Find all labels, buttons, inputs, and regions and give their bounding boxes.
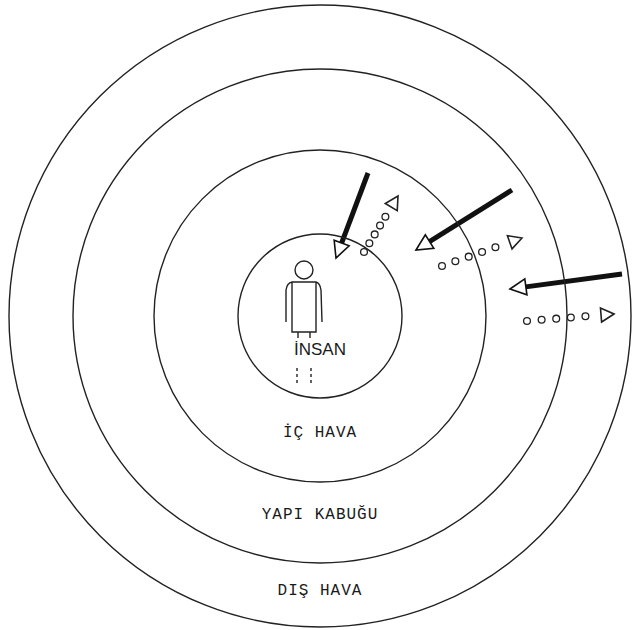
- wave-dot: [553, 315, 560, 322]
- outer-air-circle: İNSAN İÇ HAVA YAPI KABUĞU DIŞ HAVA: [8, 4, 632, 628]
- arrow-head: [416, 235, 434, 250]
- wave-dot: [492, 244, 499, 251]
- human-figure: [286, 261, 322, 386]
- wave-dot: [538, 316, 545, 323]
- wave-dot: [582, 313, 589, 320]
- wave-dot: [465, 253, 472, 260]
- ring-label: İNSAN: [237, 340, 403, 360]
- circle-outline: [72, 68, 568, 564]
- wave-dot: [567, 314, 574, 321]
- building-shell-circle: İNSAN İÇ HAVA YAPI KABUĞU: [72, 68, 568, 564]
- human-circle: İNSAN: [237, 233, 403, 399]
- wave-dot: [382, 213, 389, 220]
- arrow-head: [385, 196, 398, 211]
- ring-label: YAPI KABUĞU: [72, 505, 568, 525]
- wave-dot: [366, 240, 373, 247]
- wave-dot: [361, 249, 368, 256]
- circle-outline: [8, 4, 632, 628]
- circle-outline: [237, 233, 403, 399]
- ring-label: İÇ HAVA: [153, 423, 487, 443]
- arrow-head: [507, 236, 522, 249]
- wave-dot: [371, 231, 378, 238]
- arrow-head: [600, 308, 614, 322]
- circle-outline: [238, 234, 402, 398]
- circle-outline: [9, 5, 631, 627]
- heat-arrow: [524, 274, 622, 287]
- circle-outline: [73, 69, 567, 563]
- wave-dot: [439, 263, 446, 270]
- ring-label: DIŞ HAVA: [8, 581, 632, 601]
- arrow-head: [334, 240, 349, 258]
- circle-outline: [154, 150, 486, 482]
- heat-arrow: [341, 173, 368, 245]
- heat-arrow: [428, 190, 512, 243]
- indoor-air-circle: İNSAN İÇ HAVA: [153, 149, 487, 483]
- wave-dot: [524, 318, 531, 325]
- wave-dot: [377, 222, 384, 229]
- wave-dot: [479, 249, 486, 256]
- wave-dot: [452, 258, 459, 265]
- arrow-head: [510, 279, 527, 295]
